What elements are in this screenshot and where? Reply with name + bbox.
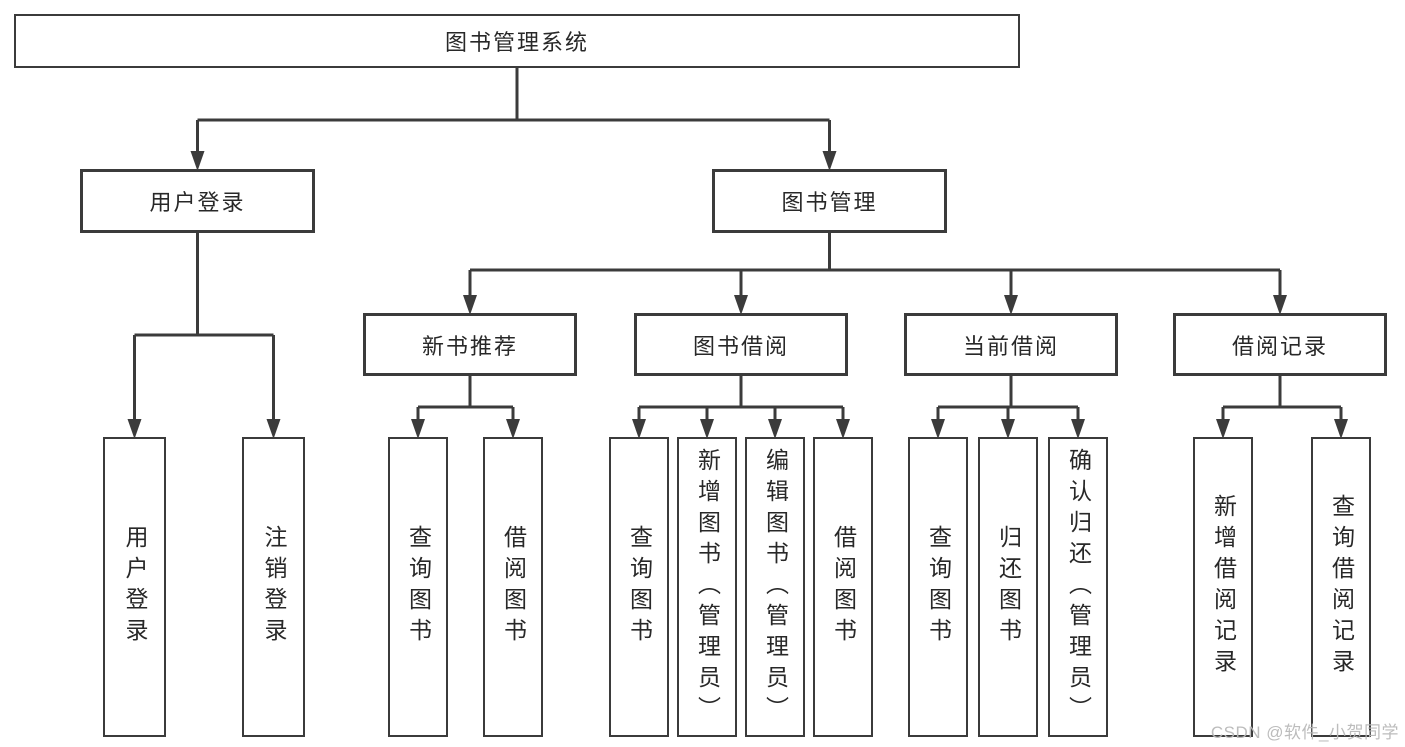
node-borrow-books-1: 借阅图书	[483, 437, 543, 737]
arrowhead-icon	[768, 419, 782, 439]
node-label: 图书借阅	[692, 333, 789, 359]
node-label: 当前借阅	[962, 333, 1059, 359]
node-edit-books-admin: 编辑图书（管理员）	[745, 437, 805, 737]
node-user-login-leaf: 用户登录	[103, 437, 166, 737]
node-return-books: 归还图书	[978, 437, 1038, 737]
node-root: 图书管理系统	[14, 14, 1020, 68]
arrowhead-icon	[1004, 295, 1018, 315]
node-label: 用户登录	[122, 525, 148, 649]
node-label: 借阅记录	[1231, 333, 1328, 359]
node-label: 新增图书（管理员）	[694, 447, 721, 727]
arrowhead-icon	[1216, 419, 1230, 439]
arrowhead-icon	[266, 419, 281, 439]
node-add-borrow-record: 新增借阅记录	[1193, 437, 1253, 737]
node-logout-leaf: 注销登录	[242, 437, 305, 737]
arrowhead-icon	[463, 295, 477, 315]
node-borrowing-records: 借阅记录	[1173, 313, 1387, 376]
node-query-books-1: 查询图书	[388, 437, 448, 737]
arrowhead-icon	[1071, 419, 1085, 439]
arrowhead-icon	[1273, 295, 1287, 315]
node-query-books-2: 查询图书	[609, 437, 669, 737]
node-query-books-3: 查询图书	[908, 437, 968, 737]
node-label: 图书管理	[781, 190, 878, 215]
node-label: 新书推荐	[421, 333, 518, 359]
node-label: 编辑图书（管理员）	[762, 447, 789, 727]
node-label: 查询借阅记录	[1328, 494, 1355, 680]
node-label: 归还图书	[995, 525, 1022, 649]
arrowhead-icon	[931, 419, 945, 439]
arrowhead-icon	[836, 419, 850, 439]
watermark: CSDN @软件_小贺同学	[1210, 723, 1399, 742]
arrowhead-icon	[506, 419, 520, 439]
node-label: 查询图书	[626, 525, 653, 649]
arrowhead-icon	[411, 419, 425, 439]
node-borrow-books-2: 借阅图书	[813, 437, 873, 737]
node-label: 新增借阅记录	[1210, 494, 1237, 680]
node-user-login: 用户登录	[80, 169, 315, 233]
node-book-borrowing: 图书借阅	[634, 313, 848, 376]
node-label: 注销登录	[261, 525, 287, 649]
arrowhead-icon	[822, 151, 837, 171]
node-new-book-recommend: 新书推荐	[363, 313, 577, 376]
node-label: 查询图书	[405, 525, 432, 649]
node-current-borrowing: 当前借阅	[904, 313, 1118, 376]
arrowhead-icon	[632, 419, 646, 439]
arrowhead-icon	[127, 419, 142, 439]
arrowhead-icon	[1334, 419, 1348, 439]
node-book-management: 图书管理	[712, 169, 947, 233]
node-add-books-admin: 新增图书（管理员）	[677, 437, 737, 737]
node-label: 确认归还（管理员）	[1065, 447, 1092, 727]
node-label: 借阅图书	[830, 525, 857, 649]
arrowhead-icon	[190, 151, 205, 171]
node-label: 查询图书	[925, 525, 952, 649]
arrowhead-icon	[734, 295, 748, 315]
node-label: 借阅图书	[500, 525, 527, 649]
node-query-borrow-record: 查询借阅记录	[1311, 437, 1371, 737]
arrowhead-icon	[1001, 419, 1015, 439]
node-label: 图书管理系统	[444, 30, 589, 55]
node-confirm-return-admin: 确认归还（管理员）	[1048, 437, 1108, 737]
node-label: 用户登录	[149, 190, 246, 215]
arrowhead-icon	[700, 419, 714, 439]
